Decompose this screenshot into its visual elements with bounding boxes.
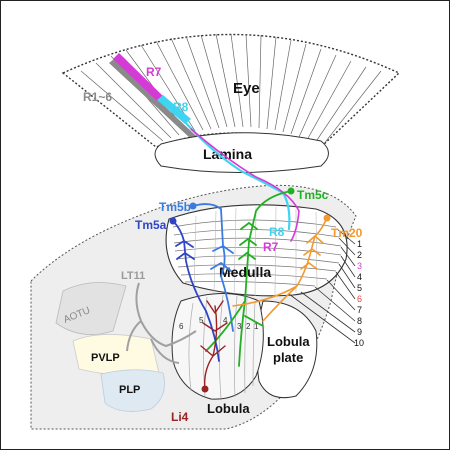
medulla-outline [165,204,348,297]
r7-medulla-label: R7 [263,240,279,254]
tm5b-neuron [192,203,234,332]
medulla-layer-7: 7 [357,305,362,315]
lt11-neuron [126,282,197,364]
tm5a-label: Tm5a [135,218,167,232]
lobula-layer-4: 4 [223,316,228,325]
medulla-columns [193,206,318,297]
r8-label: R8 [173,100,189,114]
lobula-layer-numbers: 6 5 4 3 2 1 [179,316,259,331]
lobula-region: 6 5 4 3 2 1 Lobula [171,293,264,416]
plp-region [100,369,165,412]
lobula-layer-5: 5 [199,316,204,325]
medulla-layer-9: 9 [357,327,362,337]
lt11-label: LT11 [121,270,145,282]
lamina-region: Lamina [154,132,329,173]
li4-label: Li4 [171,410,189,424]
lamina-label: Lamina [203,146,252,162]
aotu-region [55,282,127,335]
medulla-layer-8: 8 [357,316,362,326]
neurons [169,121,331,393]
lobula-plate-label-line2: plate [273,350,303,365]
medulla-layer-leaders [288,228,356,344]
medulla-layer-3: 3 [357,261,362,271]
medulla-layer-6: 6 [357,294,362,304]
medulla-label: Medulla [219,264,271,280]
lobula-plate-label-line1: Lobula [267,334,310,349]
r7-photoreceptor [113,53,163,101]
neuropils: AOTU PVLP PLP LT11 [55,270,197,412]
tm20-label: Tm20 [331,226,363,240]
lobula-layer-1: 1 [254,322,259,331]
r8-axon [184,121,291,231]
lobula-layer-2: 2 [246,322,251,331]
r1-6-label: R1~6 [83,90,112,104]
medulla-layer-numbers: 1 2 3 4 5 6 7 8 9 10 [354,239,364,348]
pvlp-label: PVLP [91,352,120,364]
r7-label: R7 [146,65,162,79]
neuron-labels: Tm5b Tm5a Tm5c Tm20 R8 R7 Li4 [135,188,363,424]
r8-medulla-label: R8 [269,225,285,239]
eye-outline [61,33,401,148]
medulla-layer-5: 5 [357,283,362,293]
medulla-layer-4: 4 [357,272,362,282]
lobula-plate-region: Lobula plate [256,300,318,399]
medulla-region: Medulla 1 2 3 4 5 6 7 8 9 10 [165,204,364,348]
medulla-layer-1: 1 [357,239,362,249]
lobula-layer-6: 6 [179,322,184,331]
lamina-outline [154,132,329,173]
lobula-label: Lobula [207,401,250,416]
ommatidia-lines [80,33,382,146]
tm5c-neuron [205,190,292,367]
lobula-layer-3: 3 [237,322,242,331]
tm5b-label: Tm5b [159,200,191,214]
tm5c-label: Tm5c [297,188,329,202]
medulla-layer-10: 10 [354,338,364,348]
plp-label: PLP [119,384,140,396]
eye-region: Eye [61,33,401,148]
r7-axon [190,128,300,242]
tm5a-neuron [172,220,220,362]
tm20-neuron [232,217,328,322]
li4-neuron [200,300,228,390]
eye-label: Eye [233,80,260,97]
r8-photoreceptor [157,95,191,124]
medulla-layer-2: 2 [357,250,362,260]
